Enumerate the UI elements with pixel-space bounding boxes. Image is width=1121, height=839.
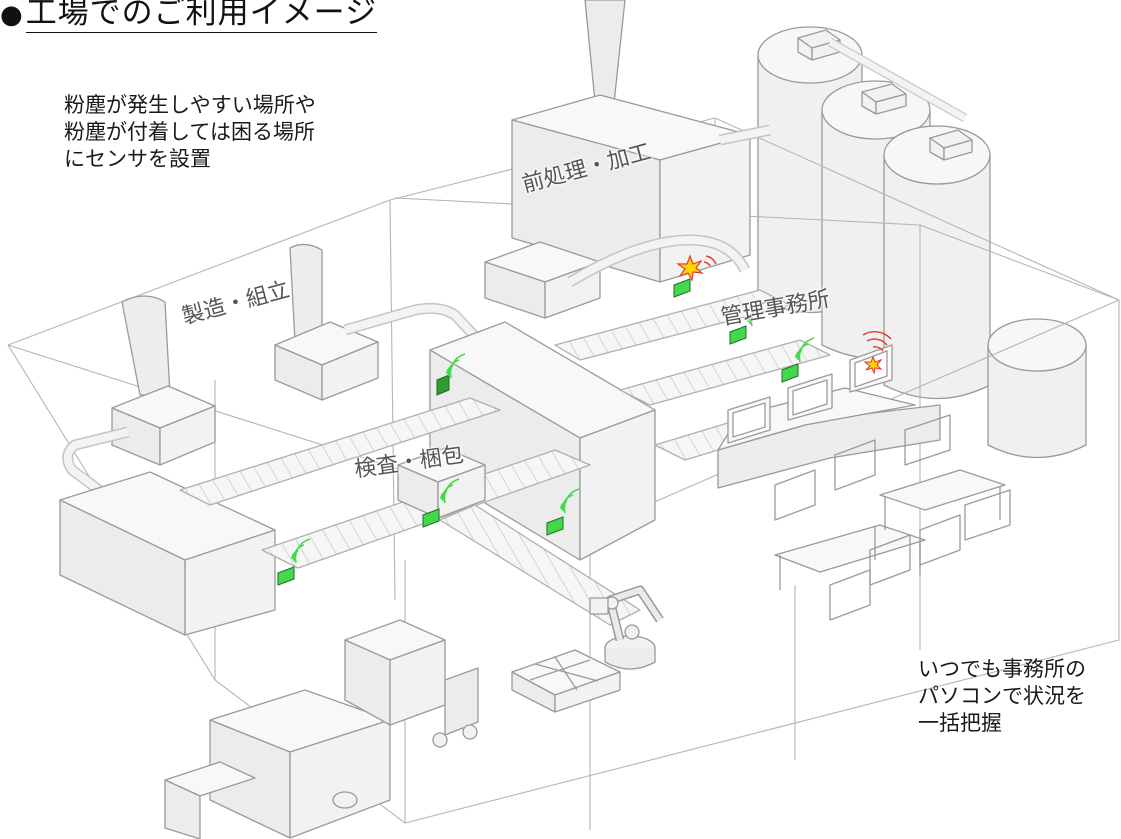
- forklift: [344, 619, 479, 748]
- sensor-note-line-1: 粉塵が発生しやすい場所や: [64, 93, 316, 117]
- sensor-7: [546, 488, 580, 536]
- alert-burst-office-monitor: [862, 330, 892, 375]
- sensor-6: [422, 478, 460, 528]
- pretreatment-machine: [484, 94, 772, 319]
- alert-group: [676, 254, 892, 375]
- sensor-note-line-3: にセンサを設置: [64, 147, 211, 171]
- sensor-1: [436, 353, 466, 396]
- manufacturing-equipment: [59, 243, 525, 636]
- sensor-4: [781, 337, 815, 383]
- office-note-line-3: 一括把握: [918, 711, 1002, 735]
- page-title: ●工場でのご利用イメージ: [0, 0, 378, 33]
- robot-arm: [589, 585, 664, 670]
- office-furniture: [717, 344, 1011, 621]
- title-bullet: ●: [0, 0, 24, 30]
- alert-burst-pretreatment: [676, 254, 717, 282]
- sensor-note-line-2: 粉塵が付着しては困る場所: [64, 120, 315, 144]
- title-text: 工場でのご利用イメージ: [25, 0, 378, 33]
- sensor-5: [277, 538, 311, 586]
- office-monitoring-note: いつでも事務所の パソコンで状況を 一括把握: [918, 656, 1086, 737]
- silo-group: [757, 26, 1087, 459]
- sensor-2: [673, 278, 691, 298]
- office-note-line-1: いつでも事務所の: [918, 657, 1086, 681]
- office-note-line-2: パソコンで状況を: [918, 684, 1086, 708]
- sensor-group: [277, 278, 815, 586]
- sensor-placement-note: 粉塵が発生しやすい場所や 粉塵が付着しては困る場所 にセンサを設置: [64, 92, 316, 173]
- pallet-boxes: [511, 649, 621, 713]
- sensor-3: [729, 301, 767, 345]
- truck: [164, 689, 391, 839]
